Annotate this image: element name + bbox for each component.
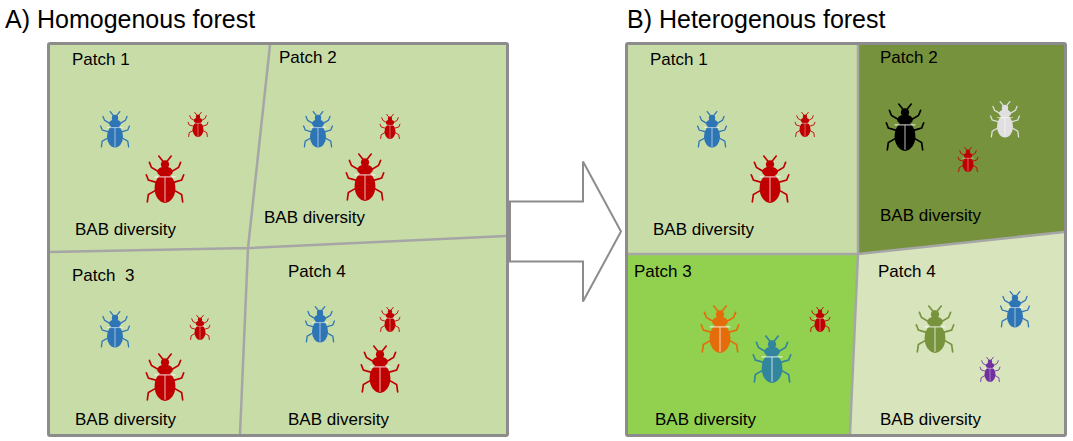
patch-label: Patch 1 (72, 50, 130, 70)
patch-fills-b (628, 45, 1064, 434)
patch-fills-a (50, 45, 506, 434)
beetles-a (101, 112, 400, 401)
patch-label: Patch 1 (650, 50, 708, 70)
diversity-label: BAB diversity (880, 410, 981, 430)
forest-patch: Patch 4 BAB diversity (248, 238, 506, 434)
diversity-label: BAB diversity (264, 208, 365, 228)
patch-label: Patch 4 (288, 262, 346, 282)
forest-panel: B) Heterogenous forestPatch 1BAB diversi… (625, 42, 1067, 437)
forest-patch: Patch 1 BAB diversity (628, 45, 858, 252)
forest-panel: A) Homogenous forestPatch 1BAB diversity… (47, 42, 509, 437)
panel-heading: B) Heterogenous forest (627, 4, 885, 34)
patch-label: Patch 3 (72, 266, 134, 286)
forest-patch: Patch 2 BAB diversity (858, 45, 1064, 250)
forest-patch: Patch 3 BAB diversity (628, 254, 850, 434)
forest-patch: Patch 1 BAB diversity (50, 45, 270, 250)
forest-patch: Patch 3 BAB diversity (50, 252, 240, 434)
forest-patch: Patch 4 BAB diversity (858, 250, 1064, 434)
diversity-label: BAB diversity (653, 220, 754, 240)
diversity-label: BAB diversity (880, 206, 981, 226)
diversity-label: BAB diversity (75, 410, 176, 430)
diversity-label: BAB diversity (655, 410, 756, 430)
patch-label: Patch 4 (878, 262, 936, 282)
diversity-label: BAB diversity (75, 220, 176, 240)
patch-label: Patch 2 (880, 48, 938, 68)
patch-label: Patch 2 (279, 48, 337, 68)
diversity-label: BAB diversity (288, 410, 389, 430)
patch-label: Patch 3 (634, 262, 692, 282)
panel-heading: A) Homogenous forest (5, 4, 255, 34)
beetles-b (698, 102, 1030, 383)
block-arrow (510, 162, 621, 302)
forest-patch: Patch 2 BAB diversity (250, 45, 506, 230)
